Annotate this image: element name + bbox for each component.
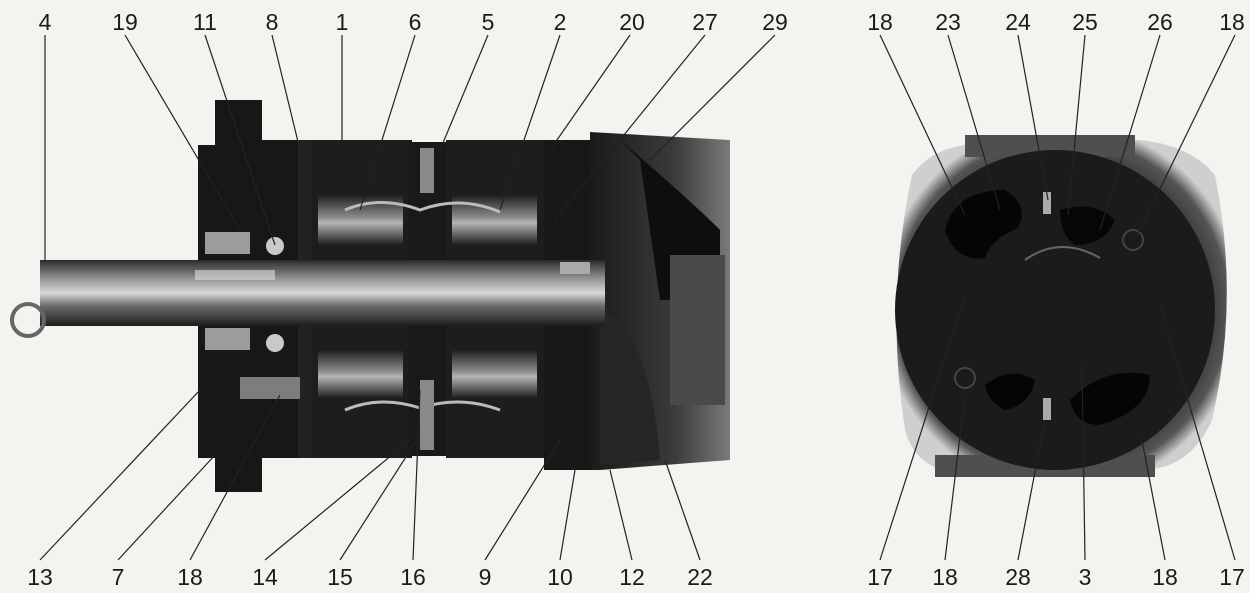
- pin-upper: [1043, 192, 1051, 214]
- kidney-port-upper-right: [1060, 206, 1115, 245]
- callout-5: 5: [482, 9, 495, 35]
- callout-23: 23: [935, 9, 961, 35]
- bearing-front-upper: [205, 232, 250, 254]
- callout-17-bottom-right: 17: [1219, 564, 1245, 590]
- callout-22: 22: [687, 564, 713, 590]
- plate-center-face: [895, 150, 1215, 470]
- kidney-port-lower-right: [1070, 372, 1150, 425]
- callout-1: 1: [336, 9, 349, 35]
- callout-26: 26: [1147, 9, 1173, 35]
- bearing-rear: [560, 262, 590, 274]
- callout-18: 18: [177, 564, 203, 590]
- leaf-spring-upper: [344, 201, 501, 214]
- callouts-right-top: 18 23 24 25 26 18: [867, 9, 1245, 35]
- pump-longitudinal-section: [10, 100, 730, 492]
- highlight-arc: [1024, 246, 1101, 261]
- end-cap-outlet: [670, 255, 725, 405]
- end-cap-lower-cavity: [600, 310, 660, 465]
- leader-lines: [39, 34, 1236, 561]
- callout-11: 11: [193, 9, 217, 35]
- callout-19: 19: [112, 9, 138, 35]
- callouts-right-bottom: 17 18 28 3 18 17: [867, 564, 1245, 590]
- callout-18-top-right: 18: [1219, 9, 1245, 35]
- callout-16: 16: [400, 564, 426, 590]
- callout-8: 8: [266, 9, 279, 35]
- plate-top-tab: [965, 135, 1135, 157]
- shaft-key: [195, 270, 275, 280]
- callout-27: 27: [692, 9, 718, 35]
- bearing-front-lower: [205, 328, 250, 350]
- rotor-rear-lower: [452, 350, 537, 398]
- callouts-left-top: 4 19 11 8 1 6 5 2 20 27 29: [39, 9, 788, 35]
- hole-lower-left: [954, 367, 976, 389]
- drive-shaft: [40, 260, 605, 326]
- callout-3: 3: [1079, 564, 1092, 590]
- seal-ball-upper: [266, 237, 284, 255]
- callout-28: 28: [1005, 564, 1031, 590]
- hole-upper-right: [1122, 229, 1144, 251]
- pin-lower: [1043, 398, 1051, 420]
- callout-20: 20: [619, 9, 645, 35]
- callout-29: 29: [762, 9, 788, 35]
- callout-25: 25: [1072, 9, 1098, 35]
- callout-6: 6: [409, 9, 422, 35]
- drain-plug: [240, 377, 300, 399]
- callout-13: 13: [27, 564, 53, 590]
- callout-9: 9: [479, 564, 492, 590]
- end-plate-face-view: [895, 135, 1227, 477]
- callout-7: 7: [112, 564, 125, 590]
- kidney-port-lower-left: [985, 373, 1035, 410]
- seal-ball-lower: [266, 334, 284, 352]
- callout-18-bottom-right: 18: [1152, 564, 1178, 590]
- shaft-end-ring: [10, 302, 46, 338]
- screw-bottom: [420, 380, 434, 450]
- callout-12: 12: [619, 564, 645, 590]
- callout-10: 10: [547, 564, 573, 590]
- screw-top: [420, 148, 434, 193]
- callout-2: 2: [554, 9, 567, 35]
- callout-18-bottom-left: 18: [932, 564, 958, 590]
- callout-24: 24: [1005, 9, 1031, 35]
- callout-17-bottom-left: 17: [867, 564, 893, 590]
- kidney-port-upper-left: [945, 190, 1022, 259]
- callout-18-top-left: 18: [867, 9, 893, 35]
- callout-4: 4: [39, 9, 52, 35]
- callout-14: 14: [252, 564, 278, 590]
- rotor-front-lower: [318, 350, 403, 398]
- callout-15: 15: [327, 564, 353, 590]
- callouts-left-bottom: 13 7 18 14 15 16 9 10 12 22: [27, 564, 713, 590]
